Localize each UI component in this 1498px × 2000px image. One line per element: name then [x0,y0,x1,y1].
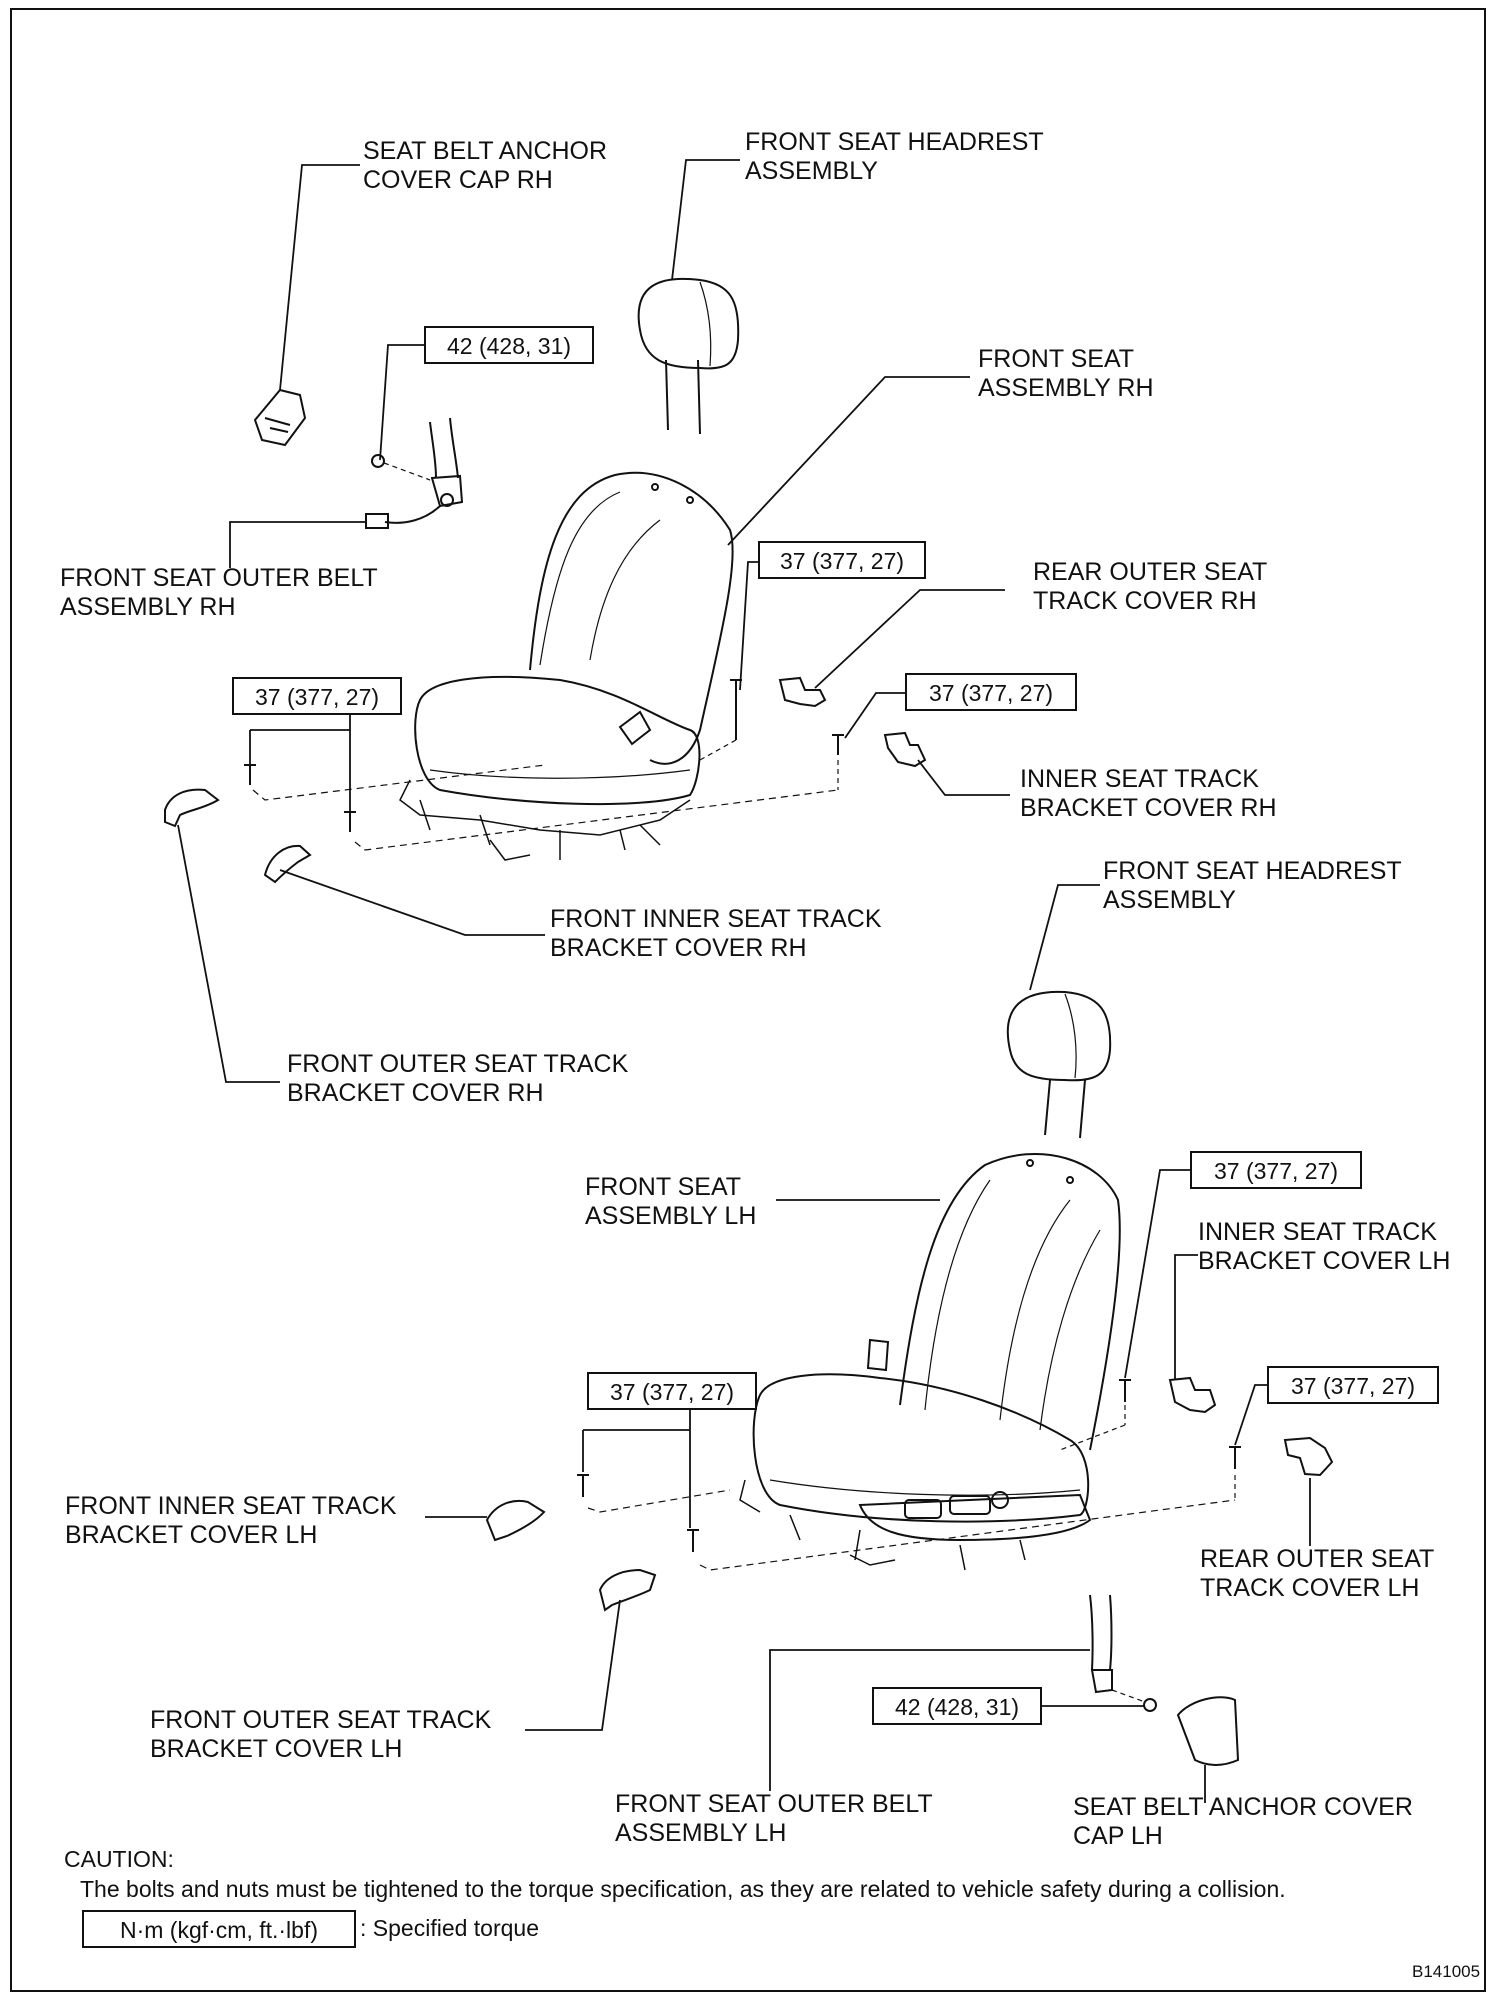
figure-code: B141005 [1412,1962,1481,1981]
label-rear-outer-cover-rh: REAR OUTER SEAT TRACK COVER RH [1033,558,1268,615]
front-outer-cover-lh [598,1568,657,1612]
headrest-lh [1006,990,1112,1139]
headrest-rh [637,277,740,435]
label-front-inner-bracket-cover-rh: FRONT INNER SEAT TRACK BRACKET COVER RH [550,905,882,962]
rear-outer-cover-rh [778,676,827,708]
diagram-frame [10,8,1486,1992]
label-outer-belt-lh: FRONT SEAT OUTER BELT ASSEMBLY LH [615,1790,933,1847]
front-outer-cover-rh [164,788,220,828]
seat-assembly-lh [739,1152,1121,1571]
label-headrest-rh: FRONT SEAT HEADREST ASSEMBLY [745,128,1044,185]
torque-anchor-bolt-rh: 42 (428, 31) [424,326,594,364]
front-inner-cover-rh [263,844,312,884]
inner-bracket-cover-rh [883,731,927,768]
torque-legend-box: N·m (kgf·cm, ft.·lbf) [82,1910,356,1948]
leader-lines-lh [425,884,1311,1803]
label-rear-outer-cover-lh: REAR OUTER SEAT TRACK COVER LH [1200,1545,1435,1602]
torque-anchor-bolt-lh: 42 (428, 31) [872,1687,1042,1725]
label-anchor-cap-rh: SEAT BELT ANCHOR COVER CAP RH [363,137,608,194]
seat-assembly-rh [399,471,734,861]
label-front-outer-bracket-cover-lh: FRONT OUTER SEAT TRACK BRACKET COVER LH [150,1706,492,1763]
label-headrest-lh: FRONT SEAT HEADREST ASSEMBLY [1103,857,1402,914]
torque-front-lh: 37 (377, 27) [587,1372,757,1410]
torque-rear-outer-rh: 37 (377, 27) [905,673,1077,711]
inner-bracket-cover-lh [1168,1376,1217,1414]
bolts-lh [577,1379,1241,1571]
label-seat-rh: FRONT SEAT ASSEMBLY RH [978,345,1154,402]
torque-rear-inner-rh: 37 (377, 27) [758,541,926,579]
label-seat-lh: FRONT SEAT ASSEMBLY LH [585,1173,757,1230]
caution-text: The bolts and nuts must be tightened to … [80,1876,1286,1902]
label-front-inner-bracket-cover-lh: FRONT INNER SEAT TRACK BRACKET COVER LH [65,1492,397,1549]
caution-heading: CAUTION: [64,1846,174,1872]
label-inner-bracket-cover-lh: INNER SEAT TRACK BRACKET COVER LH [1198,1218,1451,1275]
torque-rear-lh-bottom: 37 (377, 27) [1267,1366,1439,1404]
torque-rear-lh-top: 37 (377, 27) [1190,1151,1362,1189]
anchor-cap-rh [253,388,307,447]
label-anchor-cap-lh: SEAT BELT ANCHOR COVER CAP LH [1073,1793,1413,1850]
label-outer-belt-rh: FRONT SEAT OUTER BELT ASSEMBLY RH [60,564,378,621]
rear-outer-cover-lh [1283,1436,1334,1477]
leader-lines-rh [177,159,1010,1083]
label-front-outer-bracket-cover-rh: FRONT OUTER SEAT TRACK BRACKET COVER RH [287,1050,629,1107]
outer-belt-lh [1089,1594,1157,1712]
anchor-cap-lh [1176,1696,1240,1766]
torque-front-rh: 37 (377, 27) [232,677,402,715]
label-inner-bracket-cover-rh: INNER SEAT TRACK BRACKET COVER RH [1020,765,1277,822]
outer-belt-rh [365,417,464,529]
torque-legend-text: : Specified torque [360,1915,540,1941]
front-inner-cover-lh [485,1500,546,1542]
